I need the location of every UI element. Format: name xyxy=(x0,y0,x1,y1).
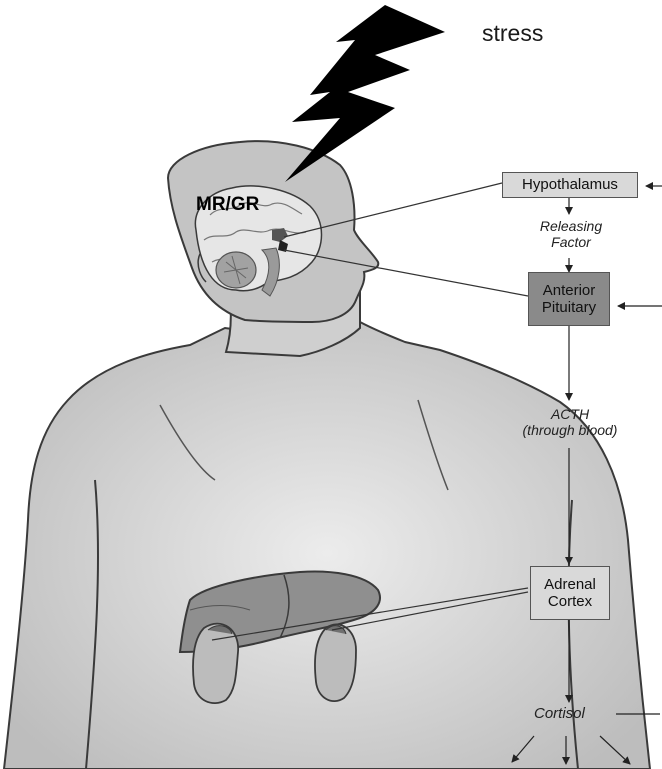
acth-label: ACTH (through blood) xyxy=(508,406,632,438)
right-kidney xyxy=(315,624,356,701)
releasing-factor-label: Releasing Factor xyxy=(526,218,616,250)
lightning-bolt-icon xyxy=(285,5,445,182)
adrenal-cortex-box: Adrenal Cortex xyxy=(530,566,610,620)
stress-label: stress xyxy=(482,20,543,46)
acth-line-2: (through blood) xyxy=(508,422,632,438)
anterior-pituitary-box: Anterior Pituitary xyxy=(528,272,610,326)
mr-gr-label: MR/GR xyxy=(196,194,259,216)
hypothalamus-box: Hypothalamus xyxy=(502,172,638,198)
anterior-pituitary-line-2: Pituitary xyxy=(542,299,596,316)
releasing-factor-line-1: Releasing xyxy=(526,218,616,234)
left-kidney xyxy=(193,624,238,704)
anterior-pituitary-line-1: Anterior xyxy=(543,282,596,299)
hypothalamus-label: Hypothalamus xyxy=(522,176,618,193)
cortisol-label: Cortisol xyxy=(534,705,585,722)
releasing-factor-line-2: Factor xyxy=(526,234,616,250)
adrenal-cortex-line-2: Cortex xyxy=(548,593,592,610)
adrenal-cortex-line-1: Adrenal xyxy=(544,576,596,593)
acth-line-1: ACTH xyxy=(508,406,632,422)
